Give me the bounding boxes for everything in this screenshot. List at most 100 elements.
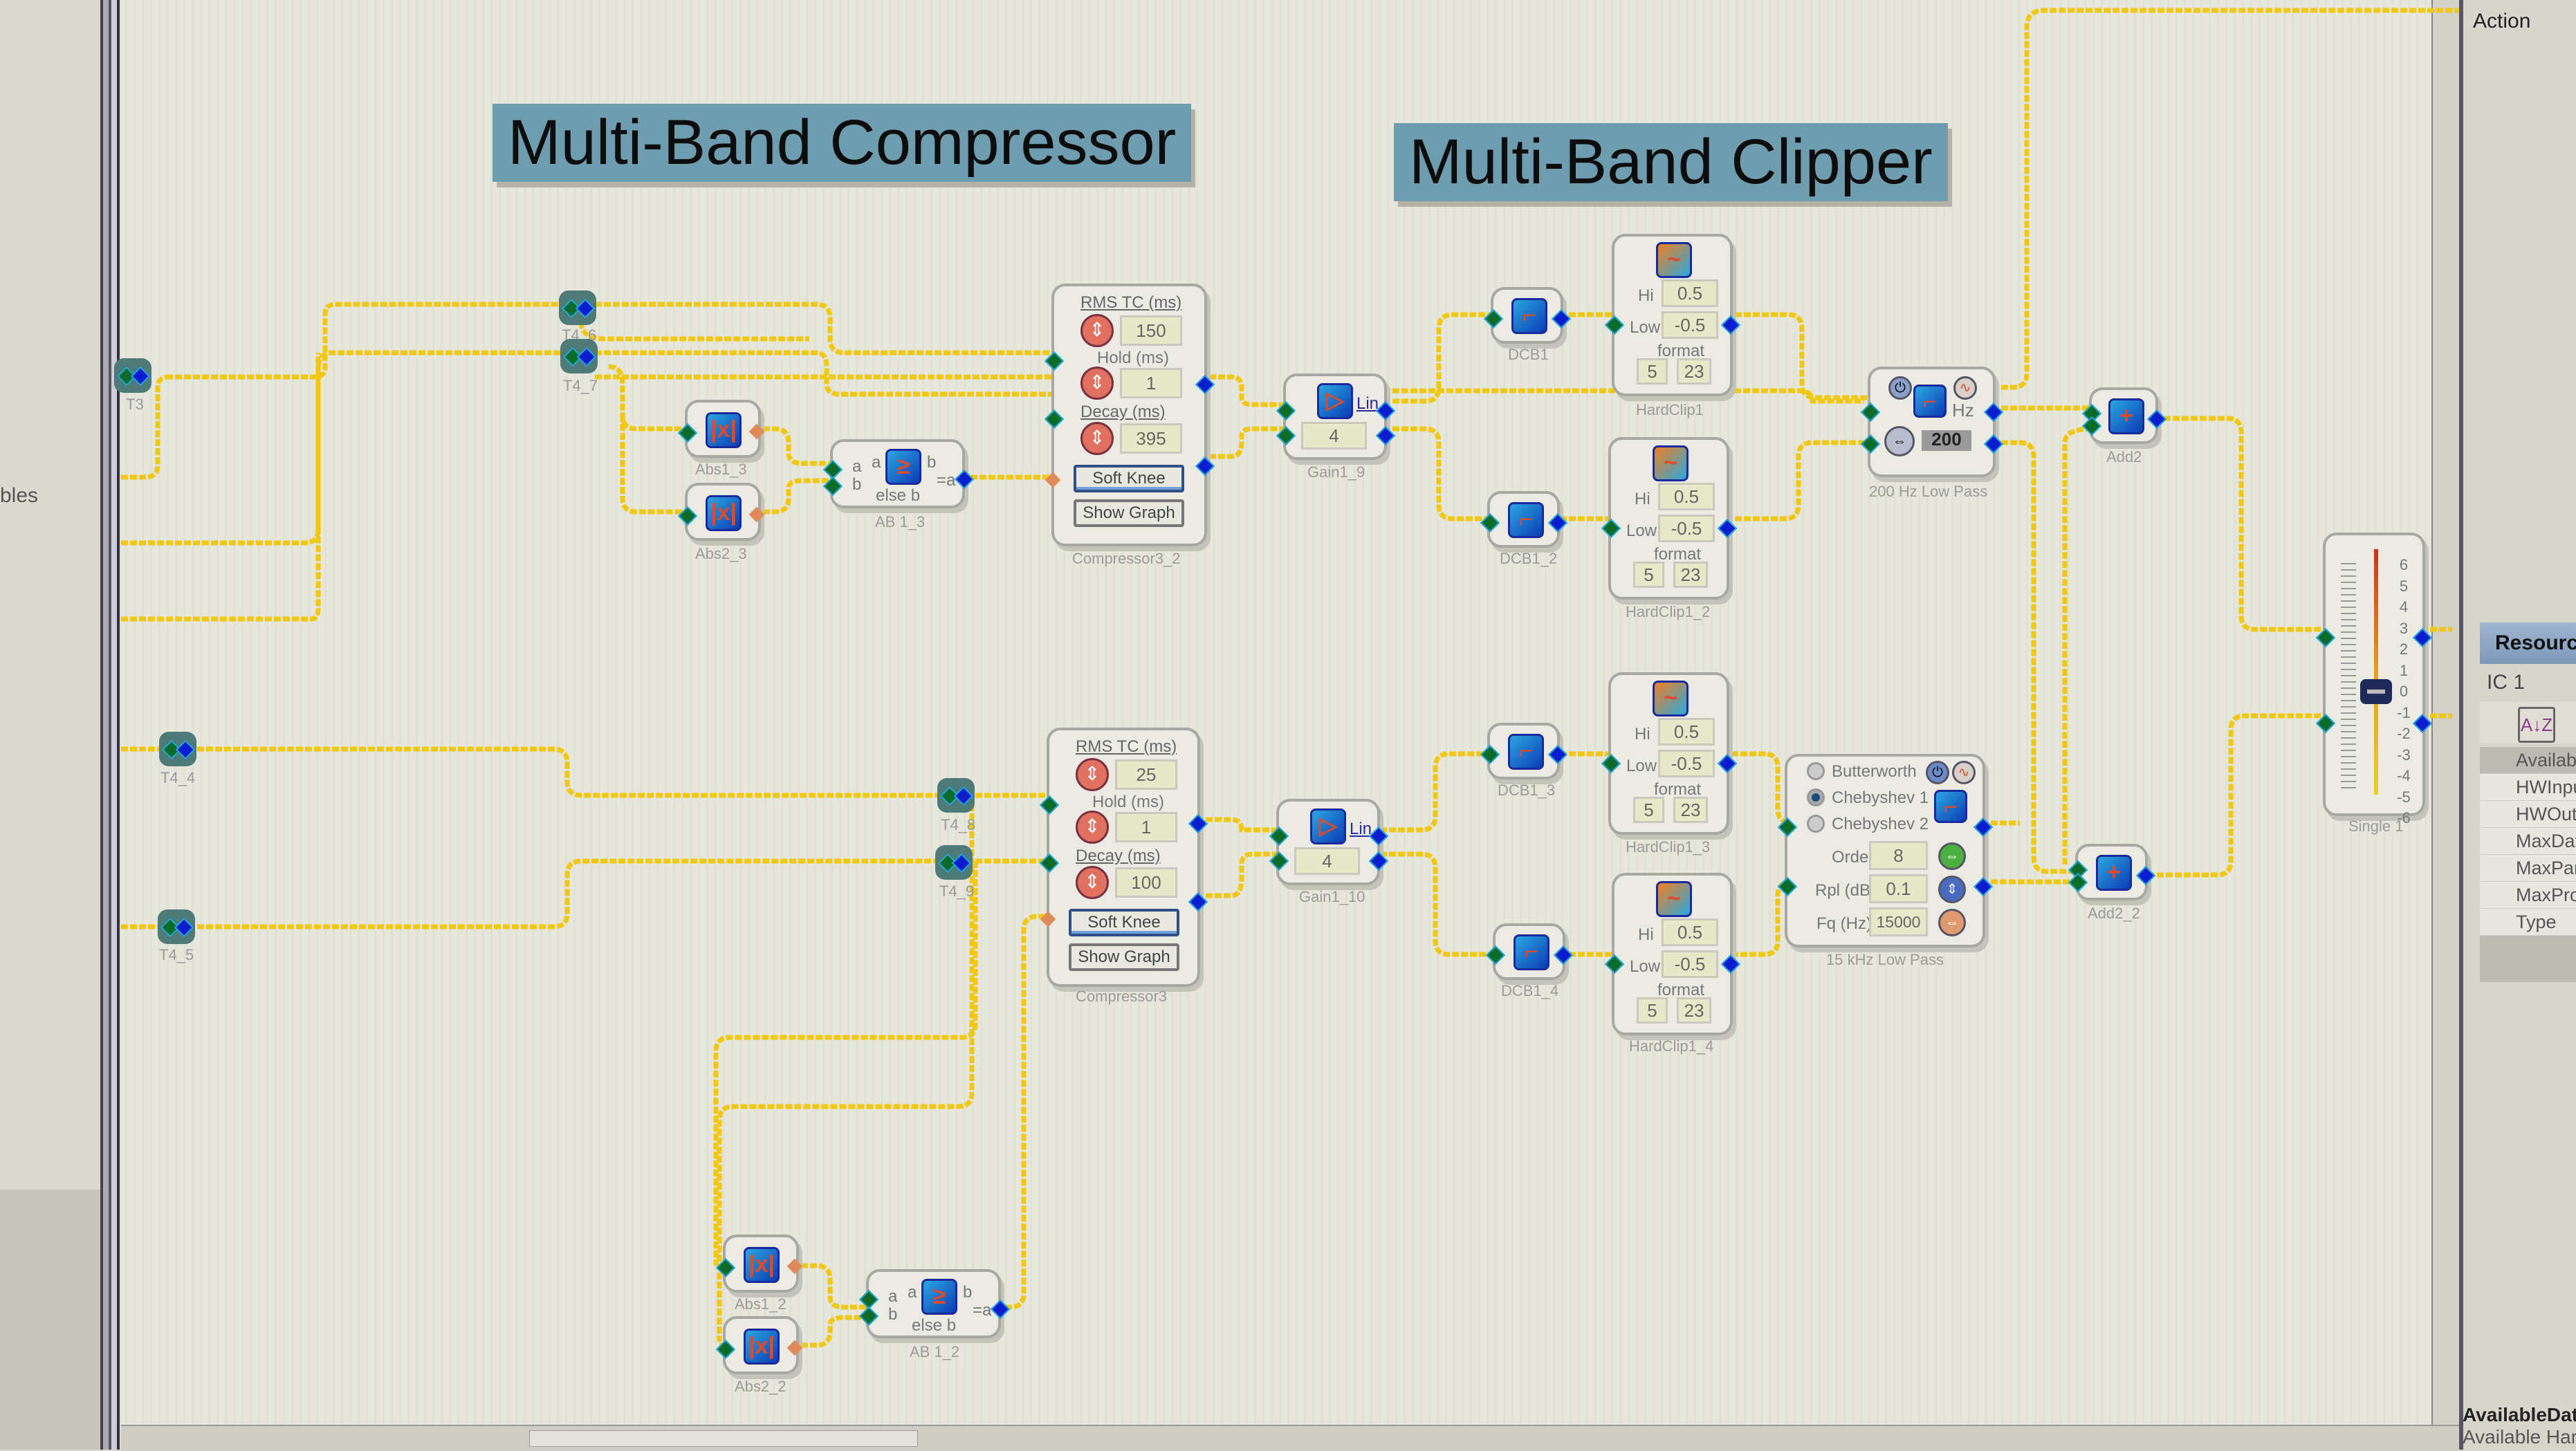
dc-blocker-block[interactable]: ⌐ <box>1480 491 1568 548</box>
format-integer-field[interactable]: 5 <box>1633 562 1664 588</box>
t-junction[interactable] <box>935 845 973 880</box>
frequency-field[interactable]: 200 <box>1922 430 1971 451</box>
property-row[interactable]: Availab <box>2480 747 2576 774</box>
ab-compare-block[interactable]: a b a ≥ b else b =a <box>822 439 975 508</box>
show-graph-button[interactable]: Show Graph <box>1074 499 1184 527</box>
gain-block[interactable]: ▷ Lin 4 <box>1269 799 1389 885</box>
property-row[interactable]: MaxPar <box>2480 855 2576 882</box>
ripple-field[interactable]: 0.1 <box>1869 874 1928 903</box>
decay-spinner-icon[interactable]: ⇕ <box>1076 866 1109 899</box>
ripple-adjust-icon[interactable]: ⇕ <box>1938 876 1966 903</box>
hi-field[interactable]: 0.5 <box>1658 483 1715 510</box>
decay-spinner-icon[interactable]: ⇕ <box>1080 422 1114 455</box>
adder-block[interactable]: + <box>2068 844 2156 900</box>
chebyshev1-radio[interactable] <box>1807 788 1825 806</box>
format-integer-field[interactable]: 5 <box>1637 358 1668 385</box>
rms-tc-field[interactable]: 25 <box>1115 759 1177 790</box>
compressor-block[interactable]: RMS TC (ms) ⇕ 25 Hold (ms) ⇕ 1 Decay (ms… <box>1039 728 1208 987</box>
fader-thumb[interactable] <box>2360 679 2392 704</box>
output-pin[interactable] <box>174 917 194 938</box>
waveform-icon[interactable]: ∿ <box>1953 376 1977 400</box>
gain-value-field[interactable]: 4 <box>1294 847 1360 875</box>
output-pin[interactable] <box>130 366 151 387</box>
hardclip-block[interactable]: ~ Hi 0.5 Low -0.5 format 5 23 <box>1601 672 1738 835</box>
chebyshev2-radio[interactable] <box>1807 815 1825 833</box>
t-junction[interactable] <box>937 778 975 813</box>
dc-blocker-block[interactable]: ⌐ <box>1483 287 1572 344</box>
horizontal-scroll-thumb[interactable] <box>529 1430 918 1447</box>
output-pin[interactable] <box>576 346 597 367</box>
property-row[interactable]: Type <box>2480 909 2576 936</box>
abs-block[interactable]: |x| <box>677 400 765 458</box>
low-field[interactable]: -0.5 <box>1658 515 1715 542</box>
power-icon[interactable]: ⏻ <box>1888 376 1912 400</box>
order-field[interactable]: 8 <box>1869 841 1928 870</box>
hi-field[interactable]: 0.5 <box>1662 918 1718 946</box>
abs-block[interactable]: |x| <box>715 1316 803 1374</box>
frequency-adjust-icon[interactable]: ⇔ <box>1938 909 1966 936</box>
decay-field[interactable]: 395 <box>1120 423 1182 454</box>
format-integer-field[interactable]: 5 <box>1633 797 1664 823</box>
decay-field[interactable]: 100 <box>1115 867 1177 898</box>
output-pin[interactable] <box>953 786 974 806</box>
low-field[interactable]: -0.5 <box>1658 750 1715 777</box>
format-fraction-field[interactable]: 23 <box>1677 997 1711 1024</box>
t-junction[interactable] <box>158 909 195 944</box>
horizontal-scrollbar[interactable] <box>121 1425 2459 1451</box>
butterworth-radio[interactable] <box>1807 762 1825 780</box>
t-junction[interactable] <box>159 732 196 766</box>
format-integer-field[interactable]: 5 <box>1637 997 1668 1024</box>
property-row[interactable]: MaxDat <box>2480 828 2576 855</box>
format-fraction-field[interactable]: 23 <box>1673 562 1708 588</box>
rms-tc-spinner-icon[interactable]: ⇕ <box>1080 314 1114 347</box>
show-graph-button[interactable]: Show Graph <box>1069 943 1179 971</box>
compressor-block[interactable]: RMS TC (ms) ⇕ 150 Hold (ms) ⇕ 1 Decay (m… <box>1044 284 1215 546</box>
hi-field[interactable]: 0.5 <box>1658 718 1715 746</box>
dc-blocker-block[interactable]: ⌐ <box>1480 723 1568 779</box>
power-icon[interactable]: ⏻ <box>1926 761 1949 784</box>
property-row[interactable]: HWOutp <box>2480 801 2576 828</box>
low-field[interactable]: -0.5 <box>1662 311 1718 339</box>
lowpass-200hz-block[interactable]: ⏻ ∿ ⌐ Hz ⇔ 200 <box>1860 367 2004 477</box>
fader-track[interactable] <box>2374 549 2378 795</box>
sort-alphabetical-button[interactable]: A↓Z <box>2518 707 2555 743</box>
hardclip-block[interactable]: ~ Hi 0.5 Low -0.5 format 5 23 <box>1604 873 1741 1035</box>
abs-block[interactable]: |x| <box>715 1235 803 1293</box>
hold-spinner-icon[interactable]: ⇕ <box>1076 811 1109 844</box>
hold-field[interactable]: 1 <box>1115 812 1177 842</box>
output-pin[interactable] <box>175 739 196 760</box>
rms-tc-spinner-icon[interactable]: ⇕ <box>1076 758 1109 791</box>
gain-mode-link[interactable]: Lin <box>1350 820 1372 838</box>
gain-block[interactable]: ▷ Lin 4 <box>1276 373 1396 460</box>
low-field[interactable]: -0.5 <box>1662 950 1718 978</box>
property-row[interactable]: HWInpu <box>2480 774 2576 801</box>
property-row[interactable]: MaxPro <box>2480 882 2576 909</box>
soft-knee-button[interactable]: Soft Knee <box>1074 465 1184 492</box>
adder-block[interactable]: + <box>2081 387 2167 444</box>
format-fraction-field[interactable]: 23 <box>1673 797 1708 823</box>
output-pin[interactable] <box>575 298 596 319</box>
vertical-scrollbar[interactable] <box>2431 0 2460 1425</box>
waveform-icon[interactable]: ∿ <box>1952 761 1976 784</box>
output-pin[interactable] <box>951 853 972 874</box>
gain-mode-link[interactable]: Lin <box>1356 394 1379 413</box>
t-junction[interactable] <box>559 290 596 325</box>
ab-compare-block[interactable]: a b a ≥ b else b =a <box>858 1269 1011 1338</box>
gain-value-field[interactable]: 4 <box>1301 422 1367 450</box>
frequency-adjust-icon[interactable]: ⇔ <box>1884 426 1915 456</box>
abs-block[interactable]: |x| <box>677 483 765 541</box>
panel-splitter[interactable] <box>100 0 121 1450</box>
lowpass-15khz-block[interactable]: Butterworth Chebyshev 1 Chebyshev 2 ⏻ ∿ … <box>1777 754 1994 948</box>
order-adjust-icon[interactable]: ⇔ <box>1938 842 1966 870</box>
hardclip-block[interactable]: ~ Hi 0.5 Low -0.5 format 5 23 <box>1601 437 1738 600</box>
schematic-canvas[interactable] <box>121 0 2459 1425</box>
dc-blocker-block[interactable]: ⌐ <box>1485 923 1574 980</box>
hardclip-block[interactable]: ~ Hi 0.5 Low -0.5 format 5 23 <box>1604 234 1741 396</box>
soft-knee-button[interactable]: Soft Knee <box>1069 909 1179 936</box>
hold-spinner-icon[interactable]: ⇕ <box>1080 367 1114 400</box>
hold-field[interactable]: 1 <box>1120 368 1182 398</box>
t-junction[interactable] <box>114 358 151 393</box>
format-fraction-field[interactable]: 23 <box>1677 358 1711 385</box>
rms-tc-field[interactable]: 150 <box>1120 315 1182 346</box>
